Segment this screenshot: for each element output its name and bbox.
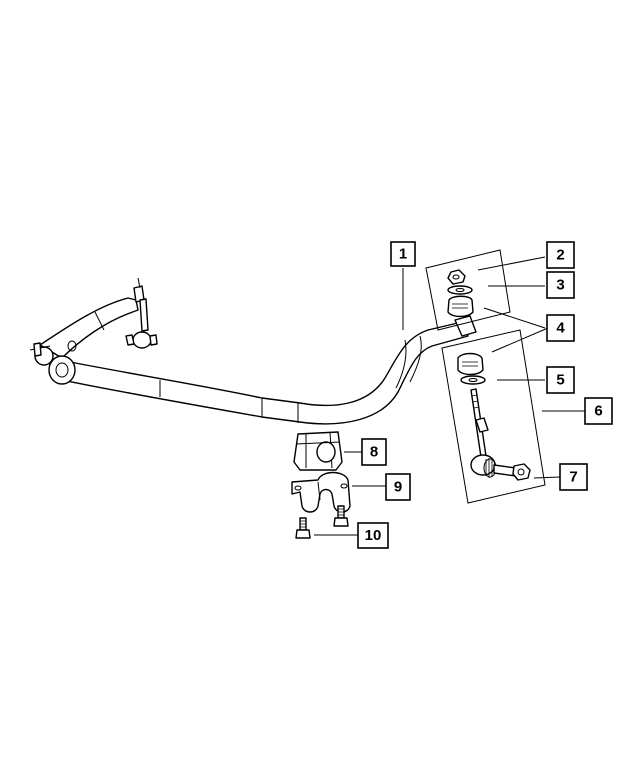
callout-9-label: 9	[394, 479, 402, 496]
callout-3-label: 3	[556, 277, 564, 294]
callout-10-label: 10	[365, 527, 382, 544]
link-washer-top	[447, 285, 473, 295]
link-kit-panel	[425, 249, 546, 504]
callout-5: 5	[546, 366, 575, 394]
retainer-bolt-right	[333, 505, 349, 527]
callout-5-label: 5	[556, 372, 564, 389]
callout-8-label: 8	[370, 444, 378, 461]
callout-1-label: 1	[399, 246, 407, 263]
callout-2-label: 2	[556, 247, 564, 264]
leader-4a	[483, 307, 546, 329]
link-bushing-upper	[447, 295, 474, 318]
callout-3: 3	[546, 271, 575, 299]
callout-8: 8	[361, 438, 387, 466]
stabilizer-bar	[29, 297, 477, 425]
bar-bushing	[293, 431, 343, 471]
callout-6-label: 6	[594, 403, 602, 420]
link-nut-bottom	[512, 463, 531, 481]
callout-7: 7	[559, 463, 588, 491]
link-nut-top	[447, 269, 466, 285]
callout-7-label: 7	[569, 469, 577, 486]
left-stabilizer-link	[125, 277, 158, 349]
callout-4: 4	[546, 314, 575, 342]
callout-9: 9	[385, 473, 411, 501]
callout-4-label: 4	[556, 320, 565, 337]
callout-2: 2	[546, 241, 575, 269]
leader-7	[533, 476, 561, 479]
link-bushing-lower	[457, 352, 484, 376]
retainer-bolt-left	[295, 517, 311, 539]
callout-10: 10	[357, 522, 389, 549]
callout-1: 1	[390, 241, 416, 267]
bushing-retainer	[291, 471, 351, 513]
leader-lines	[314, 256, 585, 536]
link-washer-lower	[460, 375, 486, 385]
leader-4b	[491, 327, 549, 353]
callout-6: 6	[584, 397, 613, 425]
link-rod	[470, 388, 517, 478]
leader-2	[477, 256, 546, 271]
